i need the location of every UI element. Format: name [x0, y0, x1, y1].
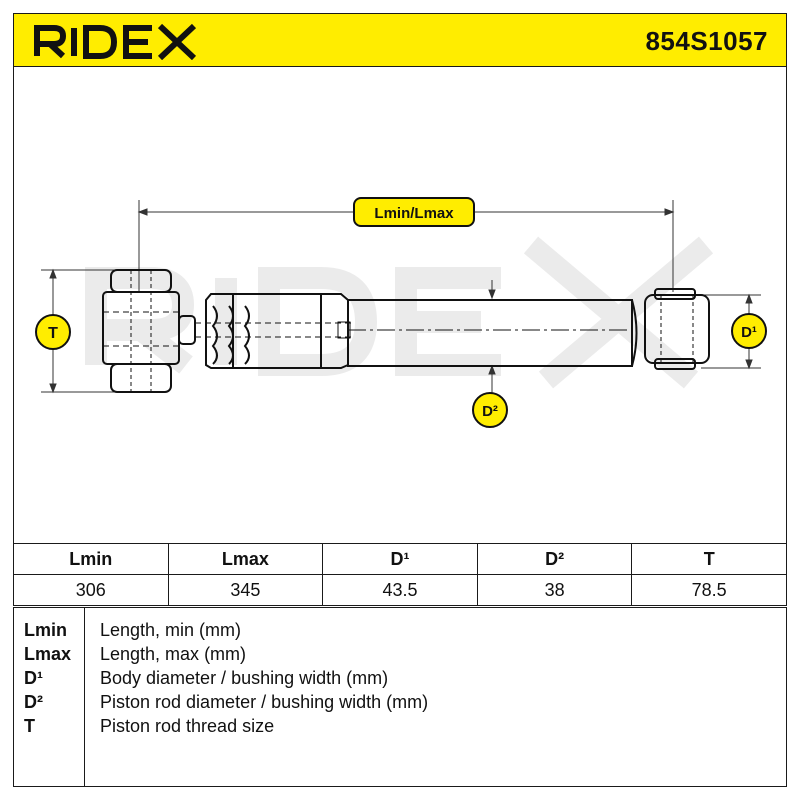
legend-item: T Piston rod thread size — [14, 716, 786, 740]
legend-item: D² Piston rod diameter / bushing width (… — [14, 692, 786, 716]
legend-desc: Length, min (mm) — [100, 620, 242, 640]
value-lmin: 306 — [13, 574, 169, 606]
header-lmax: Lmax — [167, 543, 324, 575]
header-d2: D² — [476, 543, 633, 575]
ridex-logo — [34, 23, 197, 60]
legend-divider — [84, 608, 85, 786]
shock-absorber-drawing: Lmin/Lmax T D¹ — [13, 67, 787, 543]
legend-item: Lmin Length, min (mm) — [14, 620, 786, 644]
header-d1: D¹ — [322, 543, 478, 575]
legend-key: D¹ — [24, 668, 43, 688]
t-label: T — [48, 325, 58, 342]
value-t: 78.5 — [631, 574, 787, 606]
legend-desc: Piston rod thread size — [100, 716, 275, 736]
legend-item: Lmax Length, max (mm) — [14, 644, 786, 668]
legend: Lmin Length, min (mm) Lmax Length, max (… — [13, 607, 787, 787]
ridex-watermark — [85, 236, 714, 389]
legend-item: D¹ Body diameter / bushing width (mm) — [14, 668, 786, 692]
d1-label: D¹ — [741, 324, 757, 341]
header-bar: 854S1057 — [13, 13, 787, 67]
d2-dimension — [488, 280, 496, 395]
value-d1: 43.5 — [322, 574, 478, 606]
legend-key: Lmax — [24, 644, 72, 664]
header-t: T — [631, 543, 787, 575]
legend-key: T — [24, 716, 35, 736]
legend-key: Lmin — [24, 620, 67, 640]
legend-desc: Length, max (mm) — [100, 644, 247, 664]
d2-label: D² — [482, 403, 498, 420]
d2-label-badge: D² — [472, 392, 508, 428]
part-number: 854S1057 — [645, 26, 768, 56]
table-header-row: Lmin Lmax D¹ D² T — [13, 543, 787, 575]
value-d2: 38 — [476, 574, 633, 606]
value-lmax: 345 — [167, 574, 324, 606]
spec-table: Lmin Lmax D¹ D² T 306 345 43.5 38 78.5 — [13, 543, 787, 606]
shock-absorber — [102, 269, 710, 393]
length-label: Lmin/Lmax — [374, 205, 454, 222]
length-label-badge: Lmin/Lmax — [353, 197, 475, 227]
d1-label-badge: D¹ — [731, 313, 767, 349]
header-lmin: Lmin — [13, 543, 169, 575]
legend-desc: Piston rod diameter / bushing width (mm) — [100, 692, 429, 712]
legend-key: D² — [24, 692, 43, 712]
table-value-row: 306 345 43.5 38 78.5 — [13, 574, 787, 606]
t-label-badge: T — [35, 314, 71, 350]
legend-desc: Body diameter / bushing width (mm) — [100, 668, 389, 688]
